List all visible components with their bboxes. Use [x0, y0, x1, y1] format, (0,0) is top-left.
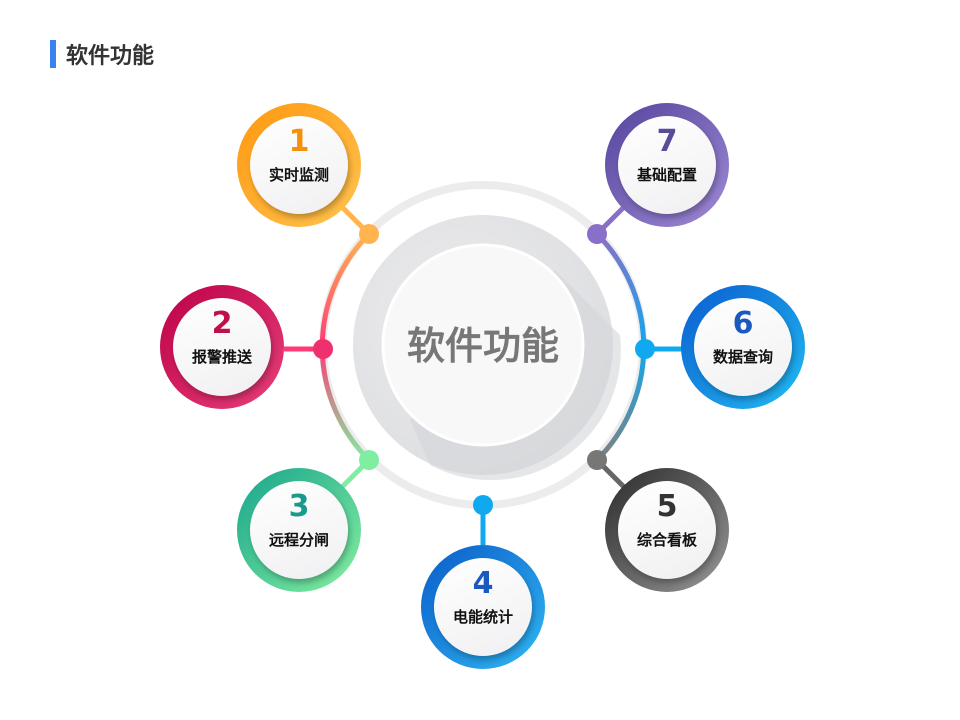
dot-2	[313, 339, 333, 359]
node-number: 3	[288, 489, 310, 524]
title-accent-bar	[50, 40, 56, 68]
node-number: 2	[211, 306, 233, 341]
feature-node-1[interactable]: 1 实时监测	[237, 103, 361, 227]
node-number: 5	[656, 489, 678, 524]
node-label: 综合看板	[636, 531, 697, 549]
feature-node-3[interactable]: 3 远程分闸	[237, 468, 361, 592]
node-label: 数据查询	[712, 348, 773, 366]
dot-1	[359, 224, 379, 244]
node-number: 7	[656, 124, 678, 159]
feature-node-2[interactable]: 2 报警推送	[160, 285, 284, 409]
center-disc	[381, 243, 585, 447]
node-number: 6	[732, 306, 754, 341]
feature-node-7[interactable]: 7 基础配置	[605, 103, 729, 227]
dot-7	[587, 224, 607, 244]
feature-node-6[interactable]: 6 数据查询	[681, 285, 805, 409]
dot-4	[473, 495, 493, 515]
center-label: 软件功能	[406, 324, 559, 368]
node-number: 1	[288, 124, 310, 159]
node-label: 远程分闸	[268, 531, 329, 549]
node-label: 电能统计	[452, 608, 513, 626]
node-number: 4	[472, 566, 494, 601]
node-label: 实时监测	[268, 166, 329, 184]
feature-node-5[interactable]: 5 综合看板	[605, 468, 729, 592]
node-label: 报警推送	[191, 348, 252, 366]
dot-6	[635, 339, 655, 359]
node-label: 基础配置	[636, 166, 697, 184]
page-title: 软件功能	[66, 44, 155, 69]
dot-5	[587, 450, 607, 470]
feature-node-4[interactable]: 4 电能统计	[421, 545, 545, 669]
dot-3	[359, 450, 379, 470]
